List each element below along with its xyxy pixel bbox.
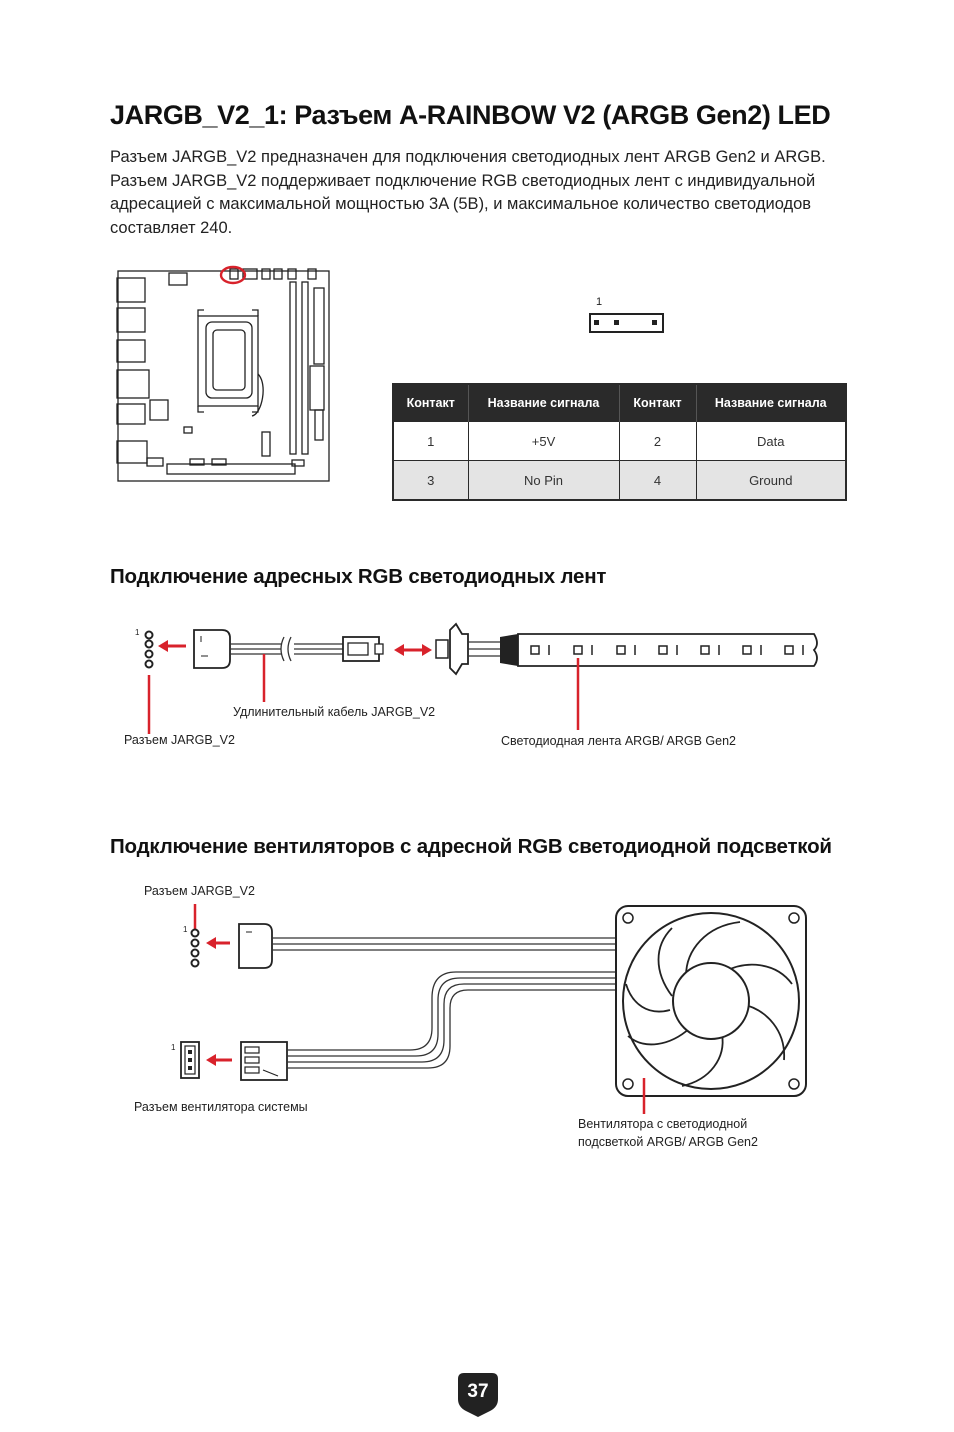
fan-connector-label: Разъем вентилятора системы [134, 1100, 308, 1114]
fan-label-line1: Вентилятора с светодиодной [578, 1117, 748, 1131]
fan-jargb-connector-label: Разъем JARGB_V2 [144, 884, 255, 898]
page-number: 37 [467, 1381, 489, 1402]
pin-1 [594, 320, 599, 325]
table-cell: 2 [619, 421, 697, 461]
pin-2 [614, 320, 619, 325]
table-cell: Ground [696, 460, 847, 500]
intro-paragraph: Разъем JARGB_V2 предназначен для подключ… [110, 148, 826, 237]
table-cell: +5V [468, 421, 620, 461]
table-row: 3 No Pin 4 Ground [393, 460, 847, 500]
table-header: Название сигнала [696, 384, 847, 422]
table-cell: 3 [393, 460, 469, 500]
pin-4 [652, 320, 657, 325]
section-heading-fans: Подключение вентиляторов с адресной RGB … [110, 835, 832, 858]
table-row: 1 +5V 2 Data [393, 421, 847, 461]
connector-pin-label: 1 [596, 296, 603, 308]
fan-label-line2: подсветкой ARGB/ ARGB Gen2 [578, 1135, 758, 1149]
led-strip-diagram [144, 622, 818, 734]
jargb-location-marker [219, 265, 247, 285]
fan-diagram-argb-pin-label: 1 [183, 925, 188, 934]
led-diagram-pin-label: 1 [135, 628, 140, 637]
led-strip-label: Светодиодная лента ARGB/ ARGB Gen2 [501, 734, 736, 748]
table-cell: Data [696, 421, 847, 461]
jargb-connector-label: Разъем JARGB_V2 [124, 733, 235, 747]
extension-cable-label: Удлинительный кабель JARGB_V2 [233, 705, 436, 719]
motherboard-diagram [116, 265, 330, 482]
table-header-row: Контакт Название сигнала Контакт Названи… [393, 384, 847, 422]
table-cell: 4 [619, 460, 697, 500]
table-header: Контакт [393, 384, 469, 422]
table-header: Название сигнала [468, 384, 620, 422]
section-heading-led-strips: Подключение адресных RGB светодиодных ле… [110, 565, 607, 588]
pin-definition-table: Контакт Название сигнала Контакт Названи… [392, 383, 847, 501]
table-cell: No Pin [468, 460, 620, 500]
page-title: JARGB_V2_1: Разъем A-RAINBOW V2 (ARGB Ge… [110, 100, 831, 130]
page-number-badge [458, 1373, 498, 1417]
fan-diagram-fan-pin-label: 1 [171, 1043, 176, 1052]
argb-fan-diagram [180, 904, 807, 1114]
table-header: Контакт [619, 384, 697, 422]
jargb-connector-pinout [589, 313, 664, 333]
table-cell: 1 [393, 421, 469, 461]
